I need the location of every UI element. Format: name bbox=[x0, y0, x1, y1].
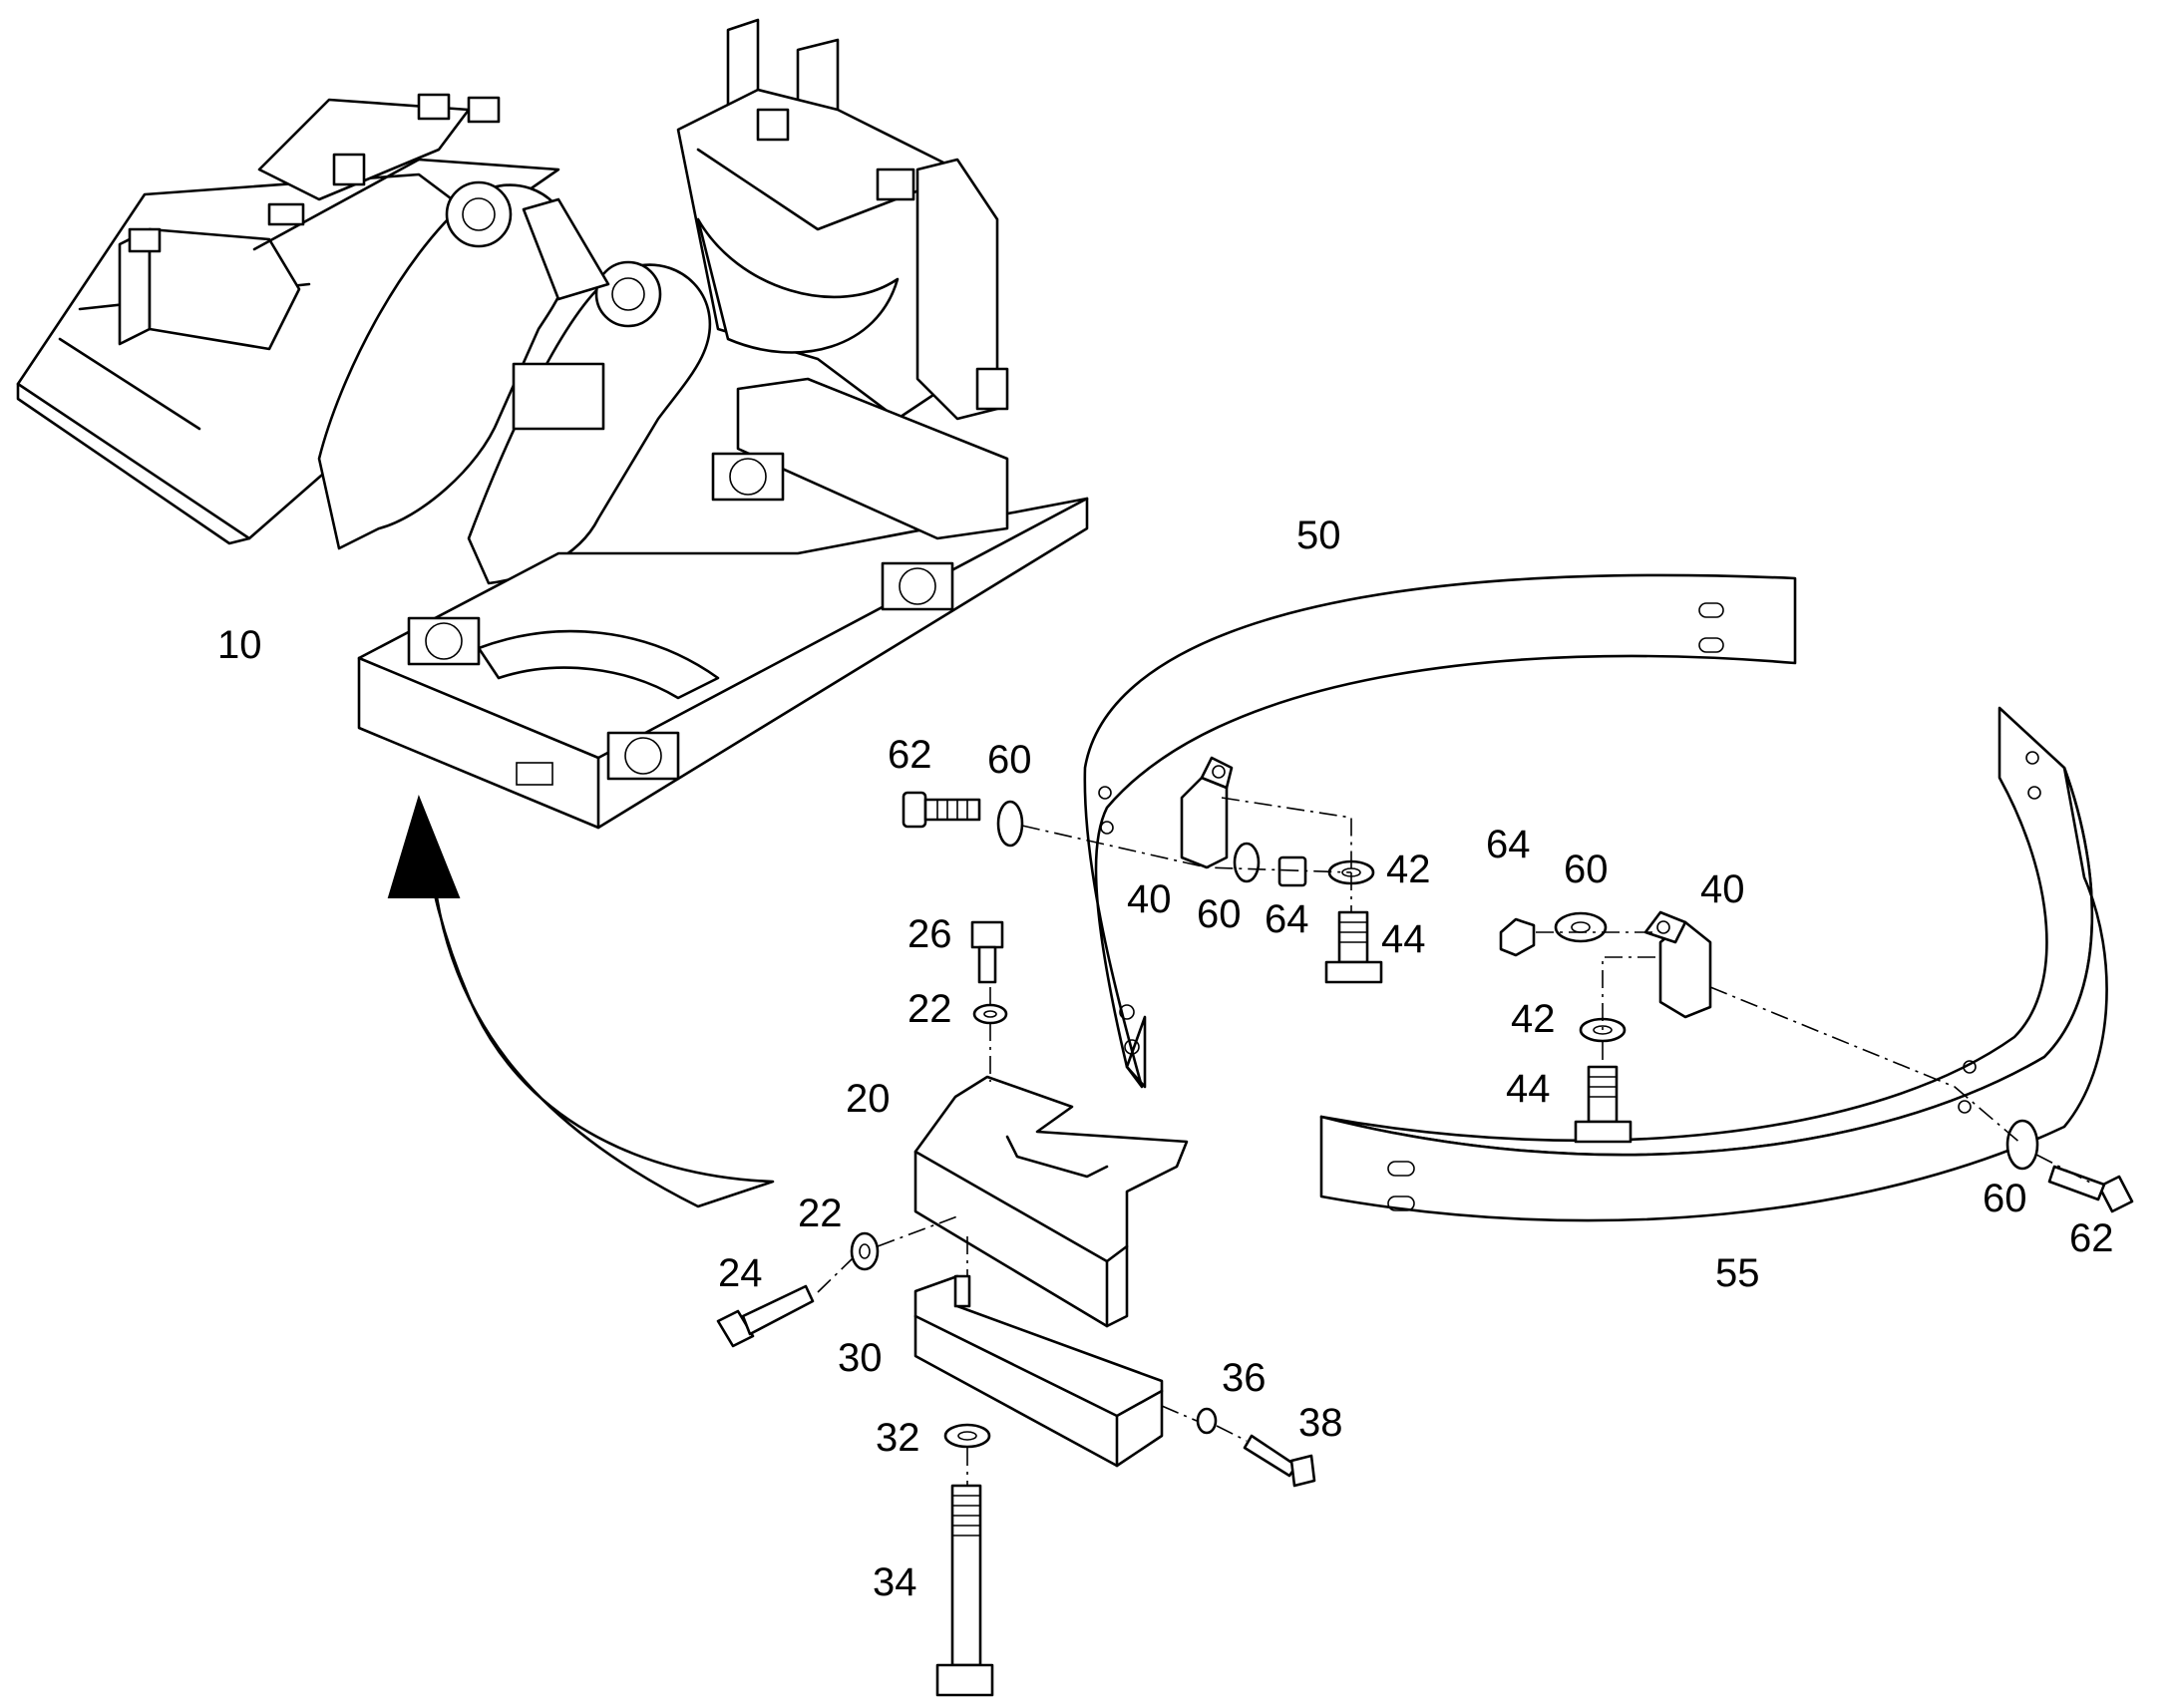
washer-part-36 bbox=[1196, 1407, 1218, 1435]
counterweight-band-part-50 bbox=[1083, 573, 1797, 1089]
washer-part-60-right bbox=[1554, 911, 1608, 943]
guard-part-30 bbox=[913, 1274, 1164, 1468]
callout-40-right: 40 bbox=[1700, 867, 1745, 911]
callout-22-lower: 22 bbox=[798, 1192, 843, 1235]
washer-part-22-lower bbox=[850, 1231, 880, 1271]
callout-44-lower: 44 bbox=[1506, 1067, 1551, 1111]
washer-part-60-mid bbox=[1233, 842, 1261, 883]
guard-part-20 bbox=[913, 1075, 1189, 1328]
washer-part-60-lower bbox=[2005, 1119, 2039, 1171]
bracket-part-40-left bbox=[1180, 756, 1234, 869]
callout-20: 20 bbox=[846, 1077, 891, 1121]
callout-40-left: 40 bbox=[1127, 877, 1172, 921]
main-frame-part-10 bbox=[16, 18, 1089, 830]
callout-36: 36 bbox=[1222, 1356, 1267, 1400]
callout-labels: 10 50 62 60 40 60 64 42 44 64 60 40 42 4… bbox=[217, 513, 2114, 1604]
bracket-part-40-right bbox=[1643, 910, 1712, 1019]
washer-part-32 bbox=[943, 1423, 991, 1449]
callout-22-upper: 22 bbox=[908, 987, 952, 1031]
callout-60-lower: 60 bbox=[1983, 1177, 2027, 1220]
callout-60-right: 60 bbox=[1564, 848, 1609, 891]
callout-62-lower: 62 bbox=[2069, 1216, 2114, 1260]
bolt-part-62-lower bbox=[2047, 1165, 2134, 1213]
callout-24: 24 bbox=[718, 1251, 763, 1295]
callout-60-mid: 60 bbox=[1197, 892, 1242, 936]
washer-part-22-upper bbox=[972, 1003, 1008, 1025]
callout-10: 10 bbox=[217, 623, 262, 667]
bolt-part-44-lower bbox=[1574, 1065, 1633, 1144]
callout-64-mid: 64 bbox=[1265, 897, 1309, 941]
bolt-part-34 bbox=[935, 1484, 994, 1697]
callout-55: 55 bbox=[1715, 1251, 1760, 1295]
bolt-part-24 bbox=[716, 1284, 815, 1348]
counterweight-band-part-55 bbox=[1319, 706, 2108, 1222]
assembly-center-lines bbox=[817, 797, 2095, 1486]
bolt-part-62-upper bbox=[902, 791, 981, 829]
bolt-part-38 bbox=[1243, 1434, 1316, 1488]
callout-38: 38 bbox=[1298, 1401, 1343, 1445]
callout-62-upper: 62 bbox=[888, 733, 932, 777]
assembly-direction-arrow bbox=[387, 794, 775, 1208]
bolt-part-44-upper bbox=[1324, 910, 1383, 984]
callout-50: 50 bbox=[1296, 513, 1341, 557]
bolt-part-26 bbox=[970, 920, 1004, 984]
callout-26: 26 bbox=[908, 912, 952, 956]
callout-30: 30 bbox=[838, 1336, 883, 1380]
callout-60-upper: 60 bbox=[987, 738, 1032, 782]
callout-42-lower: 42 bbox=[1511, 997, 1556, 1041]
callout-32: 32 bbox=[876, 1416, 920, 1460]
nut-part-64-mid bbox=[1277, 855, 1307, 887]
callout-42-upper: 42 bbox=[1386, 848, 1431, 891]
callout-34: 34 bbox=[873, 1560, 917, 1604]
washer-part-60-upper bbox=[996, 800, 1024, 848]
callout-64-right: 64 bbox=[1486, 823, 1531, 866]
nut-part-64-right bbox=[1499, 917, 1536, 957]
callout-44-upper: 44 bbox=[1381, 917, 1426, 961]
